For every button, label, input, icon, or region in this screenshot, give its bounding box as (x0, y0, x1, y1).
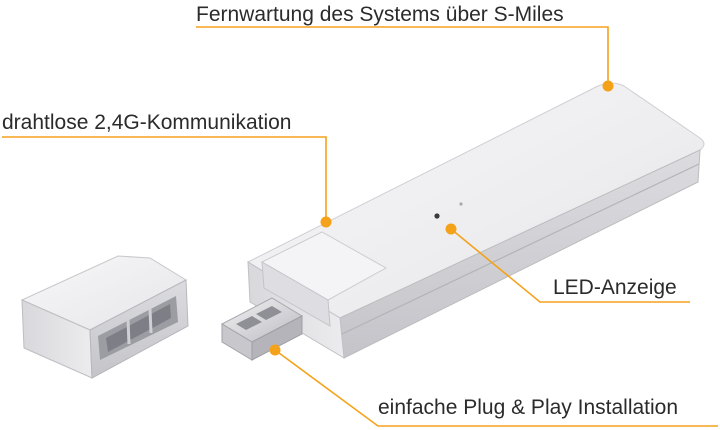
dongle-seam (341, 163, 700, 335)
label-remote-maintenance: Fernwartung des Systems über S-Miles (196, 3, 564, 26)
orange-dot-icon (320, 216, 332, 228)
orange-dot-icon (445, 223, 457, 235)
led-indicator-secondary (459, 202, 463, 206)
callout-line-led (450, 228, 690, 303)
cap-rib (148, 308, 153, 334)
callout-markers (269, 80, 614, 356)
connector-slot (236, 316, 262, 330)
cap-rib (126, 319, 131, 345)
callout-line-wireless (2, 136, 327, 222)
dongle-neck-front (261, 261, 331, 327)
connector-slot (256, 306, 282, 320)
callout-line-plug (274, 349, 718, 427)
connector-side (251, 315, 303, 361)
callout-line-remote (196, 26, 609, 86)
orange-dot-icon (269, 344, 281, 356)
orange-dot-icon (602, 80, 614, 92)
usb-dongle (246, 82, 705, 359)
usb-connector (220, 297, 304, 361)
usb-cap (20, 255, 189, 379)
led-indicator (434, 213, 440, 219)
label-wireless-communication: drahtlose 2,4G-Kommunikation (2, 111, 292, 134)
cap-opening-inner (106, 304, 171, 352)
callout-lines (2, 26, 718, 427)
label-led-indicator: LED-Anzeige (553, 276, 677, 299)
label-plug-and-play: einfache Plug & Play Installation (378, 396, 679, 419)
